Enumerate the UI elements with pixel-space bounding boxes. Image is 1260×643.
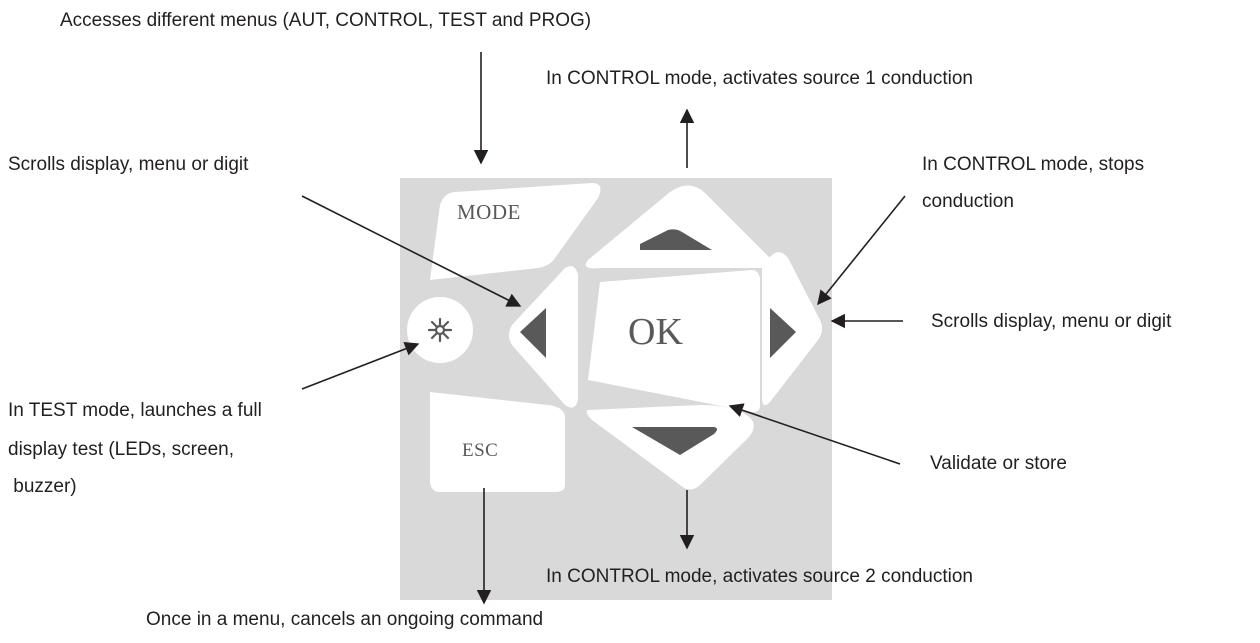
- mode-key-label: MODE: [457, 200, 521, 224]
- right-stop-arrow: [817, 195, 906, 306]
- callout-right-stop-line2: conduction: [922, 191, 1014, 212]
- up-key[interactable]: [585, 185, 774, 269]
- callout-light-line1: In TEST mode, launches a full: [8, 400, 262, 421]
- callout-down: In CONTROL mode, activates source 2 cond…: [546, 566, 973, 587]
- left-triangle-icon: [520, 308, 546, 358]
- callout-up: In CONTROL mode, activates source 1 cond…: [546, 68, 973, 89]
- up-triangle-icon: [640, 229, 712, 250]
- callout-esc: Once in a menu, cancels an ongoing comma…: [146, 609, 544, 630]
- light-arrow: [301, 341, 420, 390]
- sun-icon: [427, 317, 453, 343]
- callout-light-line2: display test (LEDs, screen,: [8, 439, 234, 460]
- right-triangle-icon: [770, 308, 796, 358]
- ok-key[interactable]: [588, 270, 760, 413]
- mode-key[interactable]: [430, 183, 601, 280]
- ok-arrow: [728, 403, 901, 465]
- callout-right-stop-line1: In CONTROL mode, stops: [922, 154, 1145, 175]
- down-triangle-icon: [632, 427, 717, 455]
- esc-key-label: ESC: [462, 440, 499, 461]
- callout-mode: Accesses different menus (AUT, CONTROL, …: [60, 10, 592, 31]
- esc-key[interactable]: [430, 392, 565, 492]
- callout-right: Scrolls display, menu or digit: [931, 311, 1172, 332]
- callout-left: Scrolls display, menu or digit: [8, 154, 249, 175]
- callout-ok: Validate or store: [930, 453, 1067, 474]
- callout-light-line3: buzzer): [8, 476, 77, 497]
- ok-key-label: OK: [628, 311, 683, 353]
- left-arrow: [301, 195, 522, 307]
